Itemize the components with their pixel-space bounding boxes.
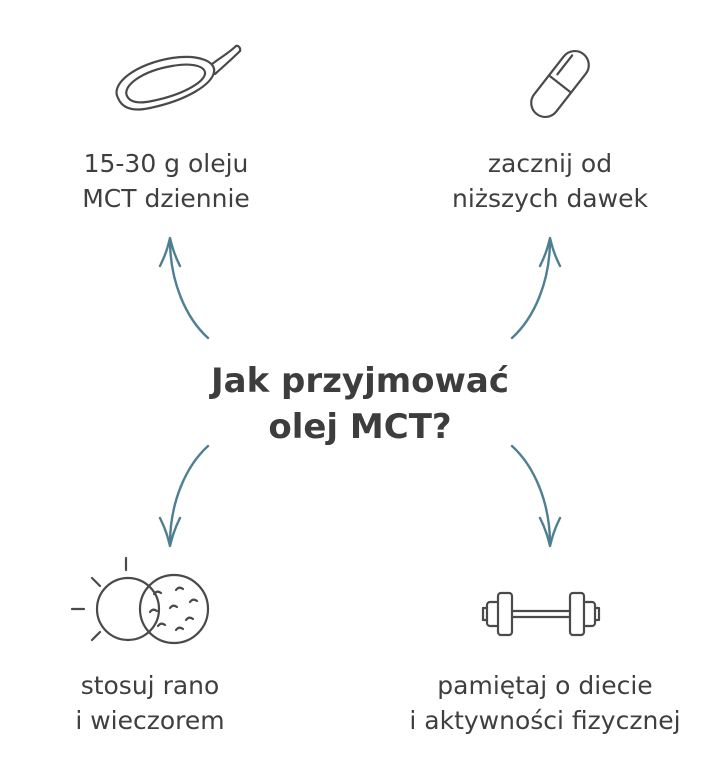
sun-moon-icon — [70, 556, 210, 645]
diagram-title-line1: Jak przyjmować — [210, 361, 510, 401]
tip-timing-label: stosuj rano i wieczorem — [30, 668, 270, 738]
tip-diet-activity-line2: i aktywności fizycznej — [409, 706, 681, 735]
tip-dose-line1: 15-30 g oleju — [83, 149, 249, 178]
diagram-title: Jak przyjmować olej MCT? — [160, 358, 560, 450]
tip-start-low-label: zacznij od niższych dawek — [420, 146, 680, 216]
tip-dose-line2: MCT dziennie — [82, 184, 250, 213]
tip-start-low-line1: zacznij od — [487, 149, 613, 178]
tip-diet-activity-line1: pamiętaj o diecie — [437, 671, 653, 700]
arrow-to-bottom-left — [158, 444, 210, 548]
tip-start-low-line2: niższych dawek — [452, 184, 648, 213]
tip-timing-line2: i wieczorem — [75, 706, 225, 735]
capsule-icon — [530, 49, 590, 119]
tip-dose-label: 15-30 g oleju MCT dziennie — [36, 146, 296, 216]
diagram-title-line2: olej MCT? — [268, 407, 452, 447]
tip-timing-line1: stosuj rano — [80, 671, 220, 700]
spoon-icon — [115, 44, 242, 111]
arrow-to-top-right — [510, 236, 562, 340]
dumbbell-icon — [481, 591, 601, 637]
tip-diet-activity-label: pamiętaj o diecie i aktywności fizycznej — [380, 668, 710, 738]
arrow-to-bottom-right — [510, 444, 562, 548]
arrow-to-top-left — [158, 236, 210, 340]
